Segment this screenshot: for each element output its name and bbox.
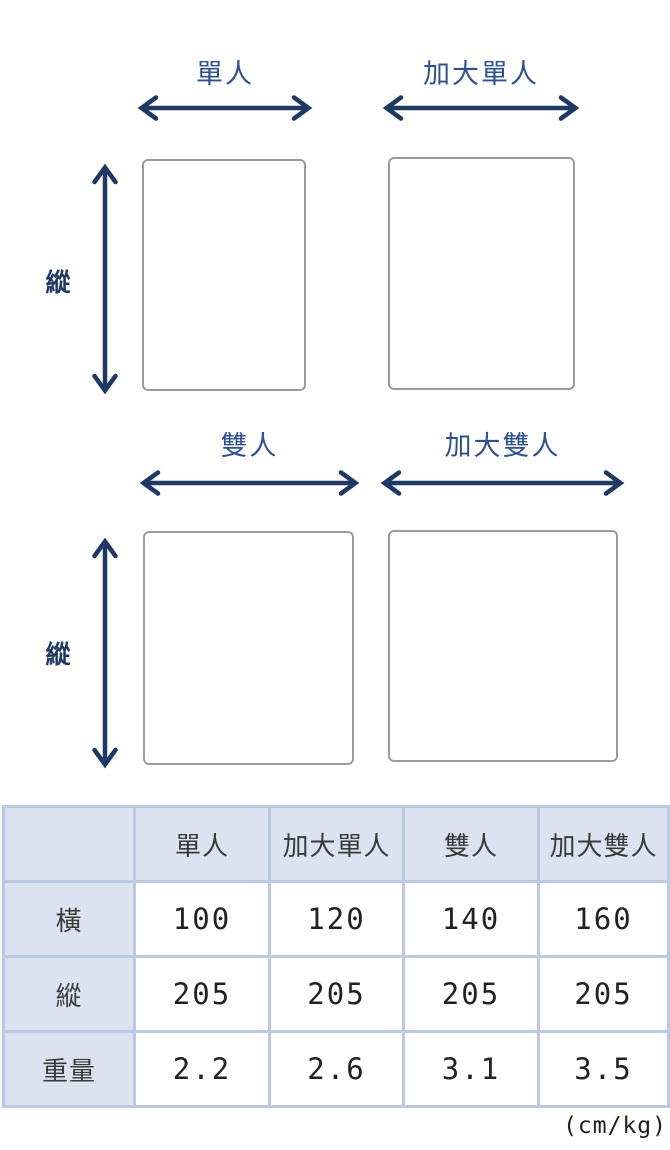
table-header-row: 單人 加大單人 雙人 加大雙人 [2, 805, 670, 883]
mattress-rect-xl-double [388, 530, 618, 762]
width-arrow-xl-single-icon [382, 95, 580, 121]
length-label-top: 縱 [45, 269, 71, 297]
length-arrow-bottom-icon [92, 537, 118, 769]
width-arrow-double-icon [139, 470, 360, 496]
table-value-cell: 205 [268, 955, 405, 1033]
table-value-cell: 205 [133, 955, 271, 1033]
row-label-width: 橫 [2, 880, 136, 958]
table-row-width: 橫 100 120 140 160 [2, 880, 670, 958]
table-header-xl-single: 加大單人 [268, 805, 405, 883]
size-title-double: 雙人 [220, 431, 279, 461]
size-title-single: 單人 [196, 59, 254, 89]
table-value-cell: 205 [402, 955, 540, 1033]
length-arrow-top-icon [92, 163, 118, 395]
table-value-cell: 2.2 [133, 1030, 271, 1108]
table-header-xl-double: 加大雙人 [537, 805, 670, 883]
row-label-length: 縱 [2, 955, 136, 1033]
table-value-cell: 3.5 [537, 1030, 670, 1108]
table-value-cell: 140 [402, 880, 540, 958]
size-title-xl-single: 加大單人 [423, 59, 539, 89]
mattress-rect-xl-single [388, 157, 575, 390]
table-value-cell: 3.1 [402, 1030, 540, 1108]
size-title-xl-double: 加大雙人 [444, 431, 561, 461]
table-value-cell: 160 [537, 880, 670, 958]
table-value-cell: 2.6 [268, 1030, 405, 1108]
unit-note: (cm/kg) [563, 1113, 667, 1139]
table-row-length: 縱 205 205 205 205 [2, 955, 670, 1033]
table-value-cell: 100 [133, 880, 271, 958]
width-arrow-single-icon [137, 95, 313, 121]
table-value-cell: 120 [268, 880, 405, 958]
size-table: 單人 加大單人 雙人 加大雙人 橫 100 120 140 160 縱 205 … [2, 805, 670, 1108]
table-header-single: 單人 [133, 805, 271, 883]
table-row-weight: 重量 2.2 2.6 3.1 3.5 [2, 1030, 670, 1108]
width-arrow-xl-double-icon [380, 470, 625, 496]
table-header-empty [2, 805, 136, 883]
mattress-rect-single [142, 159, 306, 391]
table-header-double: 雙人 [402, 805, 540, 883]
table-value-cell: 205 [537, 955, 670, 1033]
length-label-bottom: 縱 [45, 641, 71, 669]
row-label-weight: 重量 [2, 1030, 136, 1108]
mattress-rect-double [143, 531, 354, 765]
